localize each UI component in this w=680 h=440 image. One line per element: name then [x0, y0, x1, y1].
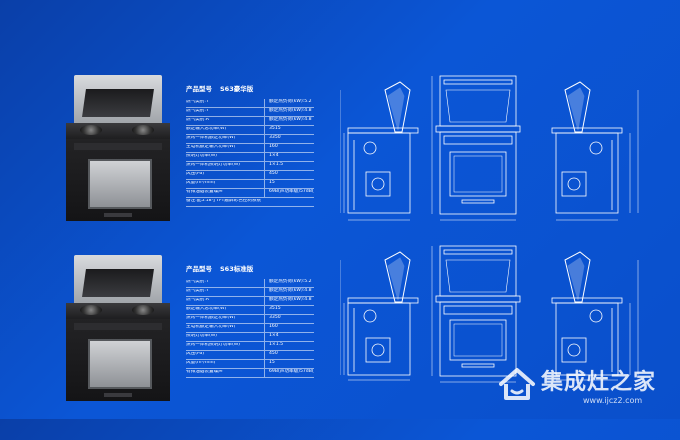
spec-row: 额定输入总功率(W)3515: [186, 305, 314, 315]
product-photo: [66, 75, 170, 221]
watermark-url: www.ijcz2.com: [583, 396, 643, 405]
spec-row-note: 备注:配5.18寸TFT触屏彩色控制系统: [186, 198, 314, 207]
side-view-right: [551, 81, 639, 221]
side-view-left: [340, 81, 419, 221]
drawing-views: [340, 245, 639, 383]
spec-row: 蒸烤一体机额定功率(W)3350: [186, 314, 314, 324]
range-hood: [74, 255, 162, 305]
burner-right: [132, 125, 154, 135]
front-view: [431, 245, 521, 383]
oven-door: [88, 339, 152, 389]
side-view-right: [551, 251, 639, 381]
spec-row: 蒸烤一体机照明灯功率(W)1×1.5: [186, 341, 314, 351]
oven-door: [88, 159, 152, 209]
spec-row: 额定输入总功率(W)3515: [186, 125, 314, 135]
spec-row: 蒸烤一体机额定功率(W)3350: [186, 134, 314, 144]
spec-row: 风量(m³/min)15: [186, 359, 314, 369]
front-view: [431, 75, 521, 221]
house-logo-icon: [499, 368, 535, 400]
spec-row: 风量(m³/min)15: [186, 179, 314, 189]
technical-drawings: [340, 60, 670, 260]
spec-row: 照明灯功率(W)1×4: [186, 332, 314, 342]
burner-right: [132, 305, 154, 315]
cabinet-body: [66, 139, 170, 221]
side-view-left: [340, 251, 419, 381]
product-photo: [66, 255, 170, 401]
spec-row: 主电机额定输入功率(W)160: [186, 323, 314, 333]
burner-left: [80, 305, 102, 315]
spec-row: 主电机额定输入功率(W)160: [186, 143, 314, 153]
technical-drawings: [340, 240, 670, 440]
range-hood: [74, 75, 162, 125]
spec-row: 蒸烤一体机照明灯功率(W)1×1.5: [186, 161, 314, 171]
site-watermark: 集成灶之家 www.ijcz2.com: [497, 358, 677, 418]
drawing-views: [340, 75, 639, 221]
cabinet-body: [66, 319, 170, 401]
burner-left: [80, 125, 102, 135]
spec-row: 风压(Pa)450: [186, 350, 314, 360]
spec-row: 风压(Pa)450: [186, 170, 314, 180]
watermark-name: 集成灶之家: [541, 370, 657, 395]
spec-row: 照明灯功率(W)1×4: [186, 152, 314, 162]
